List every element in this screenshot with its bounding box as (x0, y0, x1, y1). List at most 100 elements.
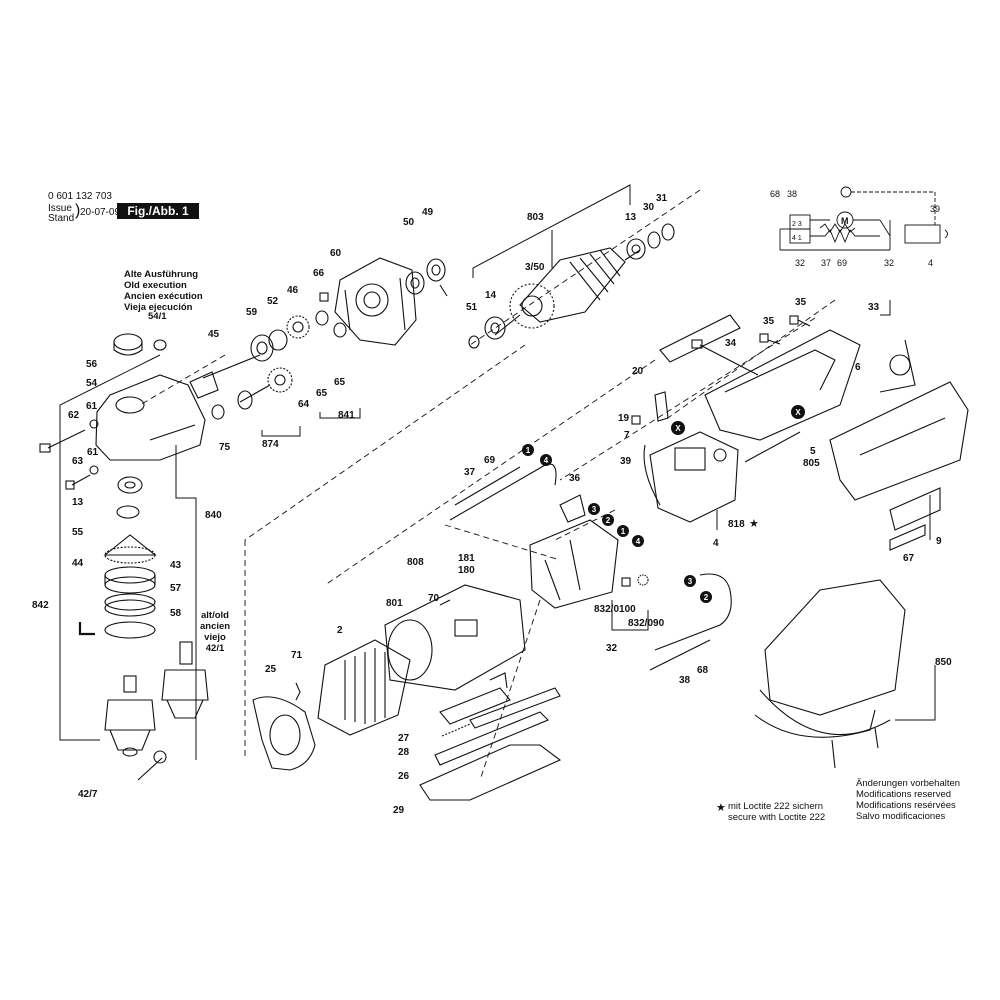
schematic-motor-symbol: M (841, 216, 849, 226)
label-54: 54 (86, 378, 98, 389)
label-801: 801 (386, 598, 403, 609)
ring-30 (647, 231, 661, 249)
screw-35 (759, 315, 811, 345)
screw-34 (691, 339, 759, 376)
label-71: 71 (291, 650, 303, 661)
label-3-50: 3/50 (525, 262, 545, 273)
ring-58 (104, 621, 156, 639)
label-64: 64 (298, 399, 310, 410)
label-20: 20 (632, 366, 644, 377)
label-840: 840 (205, 510, 222, 521)
label-7: 7 (624, 430, 630, 441)
label-30: 30 (643, 202, 655, 213)
label-27: 27 (398, 733, 410, 744)
schematic-switch-bottom: 4 1 (792, 235, 802, 242)
label-26: 26 (398, 771, 410, 782)
bearing-13-top (626, 238, 646, 260)
ring-57 (104, 593, 156, 617)
label-6: 6 (855, 362, 861, 373)
cable-69 (449, 463, 557, 521)
slider-27 (439, 672, 511, 725)
brush-holder (529, 494, 619, 609)
wiring-schematic (779, 186, 948, 251)
label-59: 59 (246, 307, 258, 318)
issue-bracket: ) (75, 202, 81, 219)
label-36: 36 (569, 473, 581, 484)
marker-x: X (675, 424, 681, 433)
label-61: 61 (86, 401, 98, 412)
label-818: 818 (728, 519, 745, 530)
label-52: 52 (267, 296, 279, 307)
clip-19 (631, 391, 669, 425)
schematic-label-69: 69 (837, 258, 847, 268)
spring-clip-71 (295, 682, 301, 701)
label-832-0100: 832/0100 (594, 604, 636, 615)
label-13: 13 (625, 212, 637, 223)
label-180: 180 (458, 565, 475, 576)
bevel-gear-44 (103, 534, 157, 564)
label-55: 55 (72, 527, 84, 538)
marker-3: 3 (592, 505, 597, 514)
label-35: 35 (763, 316, 775, 327)
cap-56 (113, 333, 167, 356)
bracket-lines (59, 184, 936, 760)
label-14: 14 (485, 290, 497, 301)
label-808: 808 (407, 557, 424, 568)
label-57: 57 (170, 583, 182, 594)
label-65: 65 (334, 377, 346, 388)
chuck-42-1 (161, 641, 209, 719)
changes-note: Änderungen vorbehalten Modifications res… (856, 778, 961, 822)
label-842: 842 (32, 600, 49, 611)
label-58: 58 (170, 608, 182, 619)
switch-rail-29 (419, 687, 562, 801)
marker-x: X (795, 408, 801, 417)
label-25: 25 (265, 664, 277, 675)
cover-850 (754, 579, 906, 769)
schematic-label-37: 37 (821, 258, 831, 268)
switch-4 (649, 431, 739, 523)
marker-4: 4 (636, 537, 641, 546)
label-19: 19 (618, 413, 630, 424)
gear-housing-841 (334, 257, 417, 346)
schematic-label-32: 32 (795, 258, 805, 268)
label-39: 39 (620, 456, 632, 467)
schematic-label-39: 39 (930, 204, 940, 214)
label-56: 56 (86, 359, 98, 370)
label-60: 60 (330, 248, 342, 259)
label-plate-9 (889, 487, 941, 551)
issue-label: Issue (48, 203, 72, 214)
label-68: 68 (697, 665, 709, 676)
schematic-label-4: 4 (928, 258, 933, 268)
schematic-switch-top: 2 3 (792, 221, 802, 228)
clip-symbol (78, 622, 95, 636)
label-51: 51 (466, 302, 478, 313)
washer-49 (426, 258, 448, 297)
cover-6 (829, 381, 969, 501)
label-67: 67 (903, 553, 915, 564)
label-841: 841 (338, 410, 355, 421)
spring-28 (441, 723, 471, 737)
ring-31 (661, 223, 675, 241)
label-66: 66 (313, 268, 325, 279)
loctite-note: mit Loctite 222 sichern secure with Loct… (728, 801, 826, 823)
label-9: 9 (936, 536, 942, 547)
angle-head-54 (95, 374, 206, 461)
figure-label: Fig./Abb. 1 (117, 203, 199, 219)
marker-2: 2 (704, 593, 709, 602)
schematic-label-38: 38 (787, 189, 797, 199)
marker-1: 1 (621, 527, 626, 536)
plate-20 (659, 314, 741, 363)
spring-832 (621, 574, 649, 587)
label-75: 75 (219, 442, 231, 453)
field-coil-2 (317, 639, 411, 736)
label-45: 45 (208, 329, 220, 340)
screw-62 (39, 419, 99, 453)
label-62: 62 (68, 410, 80, 421)
label-34: 34 (725, 338, 737, 349)
old-execution-note: Alte Ausführung Old execution Ancien exé… (124, 269, 203, 313)
label-4: 4 (713, 538, 719, 549)
bearing-50 (405, 271, 425, 295)
issue-date: 20-07-09 (80, 207, 121, 218)
alt-old-note: alt/old ancien viejo 42/1 (200, 610, 231, 654)
